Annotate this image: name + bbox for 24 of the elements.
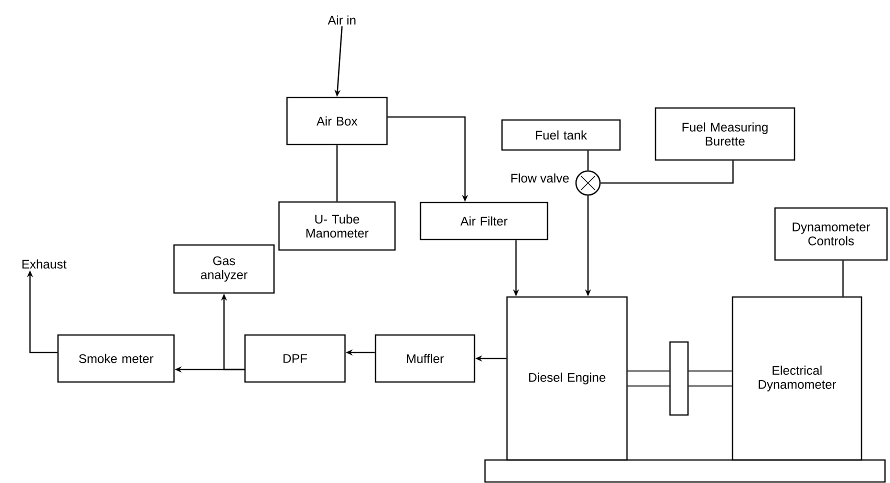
process-box: Diesel Engine <box>506 296 628 461</box>
beside-label: Flow valve <box>511 173 569 183</box>
shaft <box>628 370 670 386</box>
connector-line <box>587 150 589 170</box>
connector-line <box>600 160 734 184</box>
flow-label: Exhaust <box>22 259 66 269</box>
connector-line <box>336 145 338 202</box>
coupling-box <box>669 341 689 416</box>
flow-label: Air in <box>328 15 356 25</box>
connector-line <box>842 260 844 296</box>
process-box: Electrical Dynamometer <box>732 296 862 461</box>
process-box: DPF <box>244 334 346 383</box>
process-box: U- Tube Manometer <box>278 201 396 251</box>
shaft <box>688 370 732 386</box>
process-box: Muffler <box>374 334 476 383</box>
process-box: Gas analyzer <box>173 244 275 294</box>
process-box: Fuel Measuring Burette <box>654 107 796 161</box>
process-box: Air Box <box>286 96 388 146</box>
base-platform <box>484 459 886 483</box>
process-box: Air Filter <box>420 202 548 240</box>
process-box: Fuel tank <box>501 119 621 151</box>
process-box: Smoke meter <box>57 334 175 383</box>
process-box: Dynamometer Controls <box>774 207 888 261</box>
valve-symbol <box>575 170 601 196</box>
